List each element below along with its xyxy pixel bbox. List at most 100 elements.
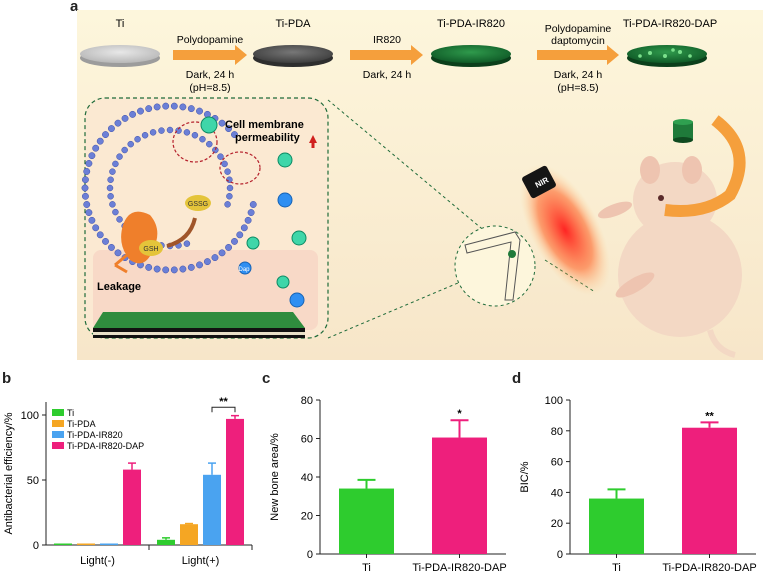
membrane-dot	[170, 102, 178, 110]
membrane-dot	[109, 201, 116, 208]
x-category-label: Light(-)	[80, 555, 115, 567]
connector-bottom	[327, 279, 466, 339]
membrane-dot	[137, 107, 144, 115]
membrane-dot	[96, 231, 104, 239]
bar-ti-pda	[180, 524, 198, 545]
y-axis-label: Antibacterial efficiency/%	[3, 412, 15, 534]
legend-label: Ti	[67, 408, 74, 418]
y-tick-label: 0	[557, 549, 563, 561]
y-tick-label: 80	[551, 426, 563, 438]
membrane-dot	[221, 160, 228, 168]
legend-swatch	[52, 420, 64, 427]
implant-zoom-circle	[454, 225, 536, 307]
membrane-dot	[107, 193, 114, 200]
gssg-icon	[185, 195, 211, 211]
step3-reagent2: daptomycin	[551, 35, 605, 47]
dap-label: Dap	[238, 267, 250, 273]
y-tick-label: 40	[551, 487, 563, 499]
mouse-illustration	[597, 156, 742, 358]
membrane-dot	[224, 201, 231, 208]
gsh-label: GSH	[143, 246, 158, 253]
bar	[339, 488, 394, 554]
step3-cond1: Dark, 24 h	[554, 69, 603, 81]
membrane-dot	[83, 201, 91, 208]
membrane-dot	[134, 135, 141, 143]
legend-swatch	[52, 431, 64, 438]
membrane-dot	[106, 184, 114, 192]
step3-reagent: Polydopamine	[545, 23, 612, 35]
significance-label: **	[705, 410, 714, 422]
membrane-dot	[102, 237, 109, 245]
membrane-text-2: permeability	[235, 132, 301, 144]
membrane-dot	[199, 135, 206, 143]
y-tick-label: 40	[301, 472, 313, 484]
step1-cond1: Dark, 24 h	[186, 69, 235, 81]
stage-label-ti-pda: Ti-PDA	[275, 18, 311, 30]
membrane-dot	[145, 263, 153, 271]
y-axis-label: New bone area/%	[269, 433, 281, 521]
bar	[682, 427, 737, 554]
bar	[432, 437, 487, 554]
x-category-label: Ti-PDA-IR820-DAP	[662, 562, 756, 574]
membrane-dot	[166, 126, 174, 134]
y-tick-label: 60	[301, 434, 313, 446]
membrane-dot	[247, 209, 255, 216]
membrane-dot	[175, 127, 182, 134]
schematic-panel: Ti Ti-PDA Ti-PDA-IR820 Ti-PDA-IR820-DAP …	[75, 10, 763, 360]
x-category-label: Ti-PDA-IR820-DAP	[412, 562, 506, 574]
legend-label: Ti-PDA-IR820-DAP	[67, 441, 144, 451]
legend-label: Ti-PDA	[67, 419, 96, 429]
bar-ti-pda-ir820-dap	[123, 469, 141, 545]
membrane-dot	[226, 184, 234, 192]
step2-cond1: Dark, 24 h	[363, 69, 412, 81]
membrane-dot	[92, 224, 100, 232]
y-tick-label: 0	[307, 549, 313, 561]
membrane-dot	[218, 249, 226, 257]
nir-laser	[519, 164, 611, 296]
dap-particles	[200, 116, 307, 308]
significance-label: *	[457, 408, 462, 420]
gsh-icon	[121, 211, 163, 264]
panel-label-b: b	[2, 370, 12, 387]
y-tick-label: 50	[27, 475, 39, 487]
legend-label: Ti-PDA-IR820	[67, 430, 123, 440]
membrane-dot	[129, 110, 137, 118]
membrane-dot	[236, 231, 244, 239]
membrane-dot	[112, 160, 119, 168]
membrane-dot	[170, 266, 178, 274]
panel-label-d: d	[512, 370, 522, 387]
membrane-dot	[153, 265, 161, 273]
y-tick-label: 80	[301, 395, 313, 407]
membrane-dot	[226, 193, 233, 200]
panel-label-a: a	[70, 0, 79, 15]
leakage-arrow-icon	[114, 253, 128, 274]
disk-ti-pda-ir820	[431, 45, 511, 67]
step2-reagent: IR820	[373, 34, 401, 46]
membrane-dot	[116, 216, 123, 223]
membrane-dot	[114, 119, 122, 127]
membrane-dot	[81, 192, 89, 200]
membrane-dot	[107, 125, 115, 133]
membrane-dot	[145, 105, 153, 113]
membrane-dot	[92, 144, 100, 152]
membrane-dot	[102, 131, 109, 139]
y-tick-label: 60	[551, 457, 563, 469]
panel-label-c: c	[262, 370, 271, 387]
membrane-dot	[107, 243, 115, 251]
disk-ti-pda	[253, 45, 333, 67]
membrane-dot	[183, 240, 191, 247]
membrane-dot	[127, 140, 134, 148]
membrane-dot	[112, 208, 119, 216]
step1-reagent: Polydopamine	[177, 34, 244, 46]
membrane-dot	[217, 153, 224, 160]
significance-label: **	[219, 396, 228, 408]
permeability-circle-1	[172, 121, 218, 163]
legend-swatch	[52, 409, 64, 416]
membrane-dot	[109, 168, 116, 175]
gssg-label: GSSG	[188, 201, 208, 208]
membrane-dot	[162, 266, 170, 274]
bar-ti-pda	[77, 543, 95, 545]
y-tick-label: 20	[301, 511, 313, 523]
